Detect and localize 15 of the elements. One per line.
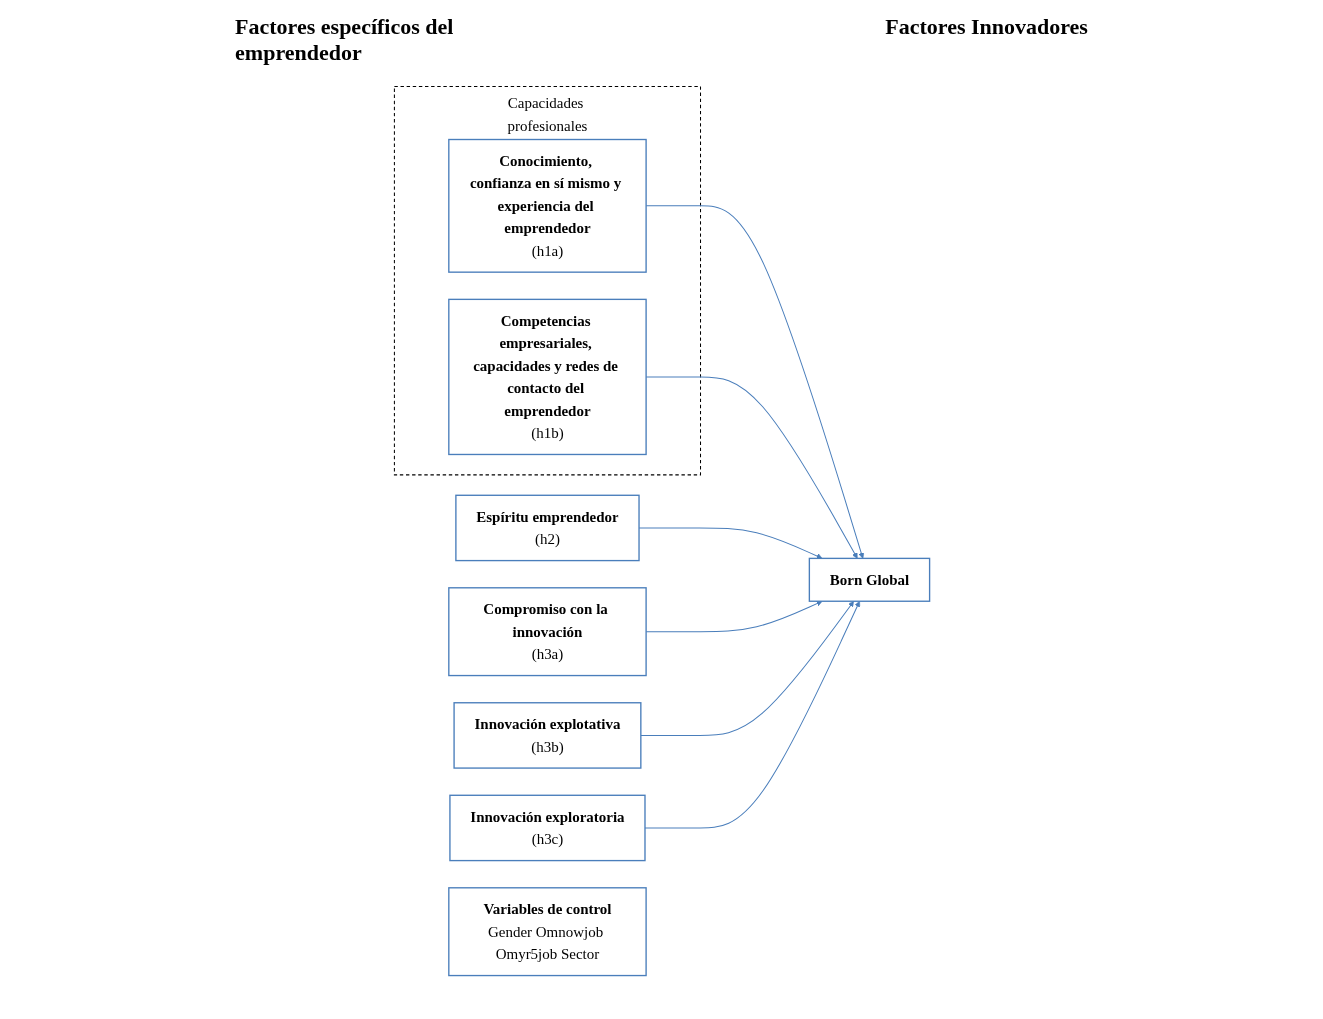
node-box: Espíritu emprendedor (h2): [454, 494, 640, 562]
node-box: Innovación explotativa (h3b): [452, 702, 641, 769]
node-box: Compromiso con la innovación (h3a): [447, 587, 647, 677]
section-heading: Factores específicos del emprendedor: [235, 14, 455, 66]
arrow: [645, 376, 858, 559]
node-box: Variables de control Gender Omnowjob Omyr5job Sector: [447, 887, 647, 977]
arrow: [645, 600, 822, 633]
section-heading: Factores Innovadores: [885, 14, 1088, 41]
arrow: [645, 205, 864, 559]
arrow: [638, 527, 822, 559]
node-box: Born Global: [808, 557, 930, 602]
arrow: [644, 600, 860, 829]
node-box: Competencias empresariales, capacidades y redes de contacto del emprendedor (h1b): [447, 298, 647, 456]
node-box: Conocimiento, confianza en sí mismo y experiencia del emprendedor (h1a): [447, 138, 647, 273]
node-box: Innovación exploratoria (h3c): [448, 794, 646, 862]
